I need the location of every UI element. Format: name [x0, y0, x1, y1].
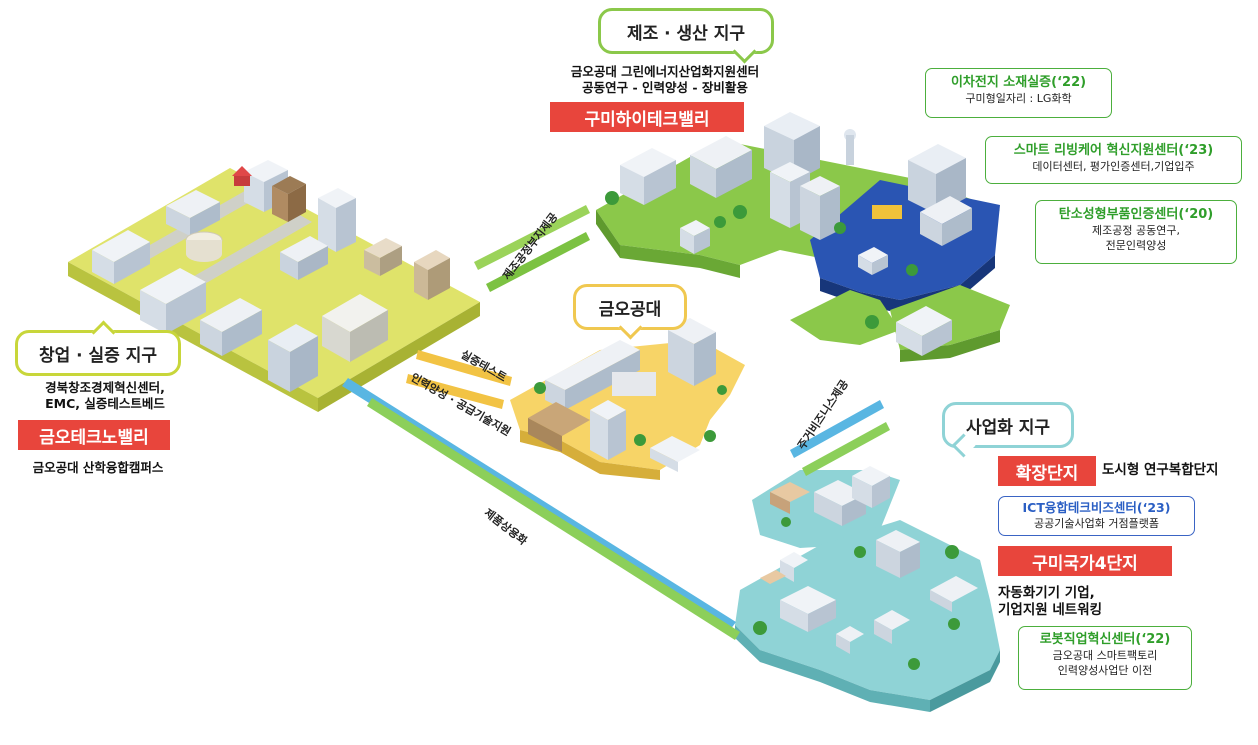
manufacturing-desc-line1: 금오공대 그린에너지산업화지원센터: [570, 64, 760, 79]
manufacturing-box-carbon-sub1: 제조공정 공동연구,: [1092, 224, 1180, 237]
manufacturing-desc-line2: 공동연구 - 인력양성 - 장비활용: [582, 80, 748, 95]
arrow-band-manufacturing: [474, 205, 590, 292]
commercial-national4-desc-line2: 기업지원 네트워킹: [998, 602, 1103, 618]
commercial-tag-national4-desc: 자동화기기 기업, 기업지원 네트워킹: [998, 585, 1102, 619]
startup-zone-buildings: [92, 160, 450, 392]
commercial-box-ict: ICT융합테크비즈센터(‘23) 공공기술사업화 거점플랫폼: [998, 496, 1195, 536]
trees: [534, 191, 960, 670]
commercial-tag-national4: 구미국가4단지: [998, 546, 1172, 576]
arrow-band-university: [406, 350, 512, 409]
commercial-box-robot-sub1: 금오공대 스마트팩토리: [1052, 649, 1158, 662]
manufacturing-zone-tag: 구미하이테크밸리: [550, 102, 744, 132]
startup-zone-footer: 금오공대 산학융합캠퍼스: [32, 460, 164, 475]
manufacturing-zone-title: 제조 · 생산 지구: [598, 8, 774, 64]
commercial-box-ict-sub: 공공기술사업화 거점플랫폼: [1034, 517, 1159, 530]
startup-zone-title: 창업 · 실증 지구: [15, 320, 181, 376]
university-zone-buildings: [528, 318, 716, 472]
arrow-band-biz: [790, 400, 890, 476]
commercial-zone-title: 사업화 지구: [942, 402, 1074, 458]
commercial-box-ict-title: ICT융합테크비즈센터(‘23): [1022, 500, 1171, 515]
manufacturing-zone-buildings: [620, 112, 972, 356]
commercial-tag-expansion-desc: 도시형 연구복합단지: [1102, 462, 1219, 478]
arrow-band-commercialization: [342, 378, 740, 640]
manufacturing-box-battery-sub: 구미형일자리 : LG화학: [965, 92, 1072, 105]
manufacturing-box-carbon-title: 탄소성형부품인증센터(‘20): [1058, 207, 1214, 222]
manufacturing-box-smart-living-sub: 데이터센터, 평가인증센터,기업입주: [1032, 160, 1195, 173]
university-zone-title-text: 금오공대: [598, 299, 662, 320]
commercial-box-robot: 로봇직업혁신센터(‘22) 금오공대 스마트팩토리 인력양성사업단 이전: [1018, 626, 1192, 690]
commercial-national4-desc-line1: 자동화기기 기업,: [998, 585, 1095, 601]
manufacturing-box-battery: 이차전지 소재실증(‘22) 구미형일자리 : LG화학: [925, 68, 1112, 118]
commercial-zone-buildings: [760, 466, 978, 654]
commercial-box-robot-sub2: 인력양성사업단 이전: [1057, 664, 1153, 677]
startup-zone-tag: 금오테크노밸리: [18, 420, 170, 450]
startup-desc-line2: EMC, 실증테스트베드: [45, 396, 165, 411]
manufacturing-box-battery-title: 이차전지 소재실증(‘22): [950, 75, 1087, 90]
manufacturing-box-carbon-sub2: 전문인력양성: [1105, 239, 1167, 252]
manufacturing-box-smart-living-title: 스마트 리빙케어 혁신지원센터(‘23): [1013, 143, 1214, 158]
university-zone-title: 금오공대: [573, 284, 687, 340]
commercial-box-robot-title: 로봇직업혁신센터(‘22): [1039, 632, 1171, 647]
manufacturing-box-carbon: 탄소성형부품인증센터(‘20) 제조공정 공동연구, 전문인력양성: [1035, 200, 1237, 264]
startup-desc-line1: 경북창조경제혁신센터,: [45, 380, 165, 395]
manufacturing-zone-title-text: 제조 · 생산 지구: [626, 23, 746, 44]
startup-zone-title-text: 창업 · 실증 지구: [38, 345, 158, 366]
manufacturing-zone-desc: 금오공대 그린에너지산업화지원센터 공동연구 - 인력양성 - 장비활용: [540, 64, 790, 96]
commercial-zone-title-text: 사업화 지구: [965, 417, 1051, 438]
commercial-tag-expansion: 확장단지: [998, 456, 1096, 486]
startup-zone-desc: 경북창조경제혁신센터, EMC, 실증테스트베드: [10, 380, 200, 412]
manufacturing-box-smart-living: 스마트 리빙케어 혁신지원센터(‘23) 데이터센터, 평가인증센터,기업입주: [985, 136, 1242, 184]
